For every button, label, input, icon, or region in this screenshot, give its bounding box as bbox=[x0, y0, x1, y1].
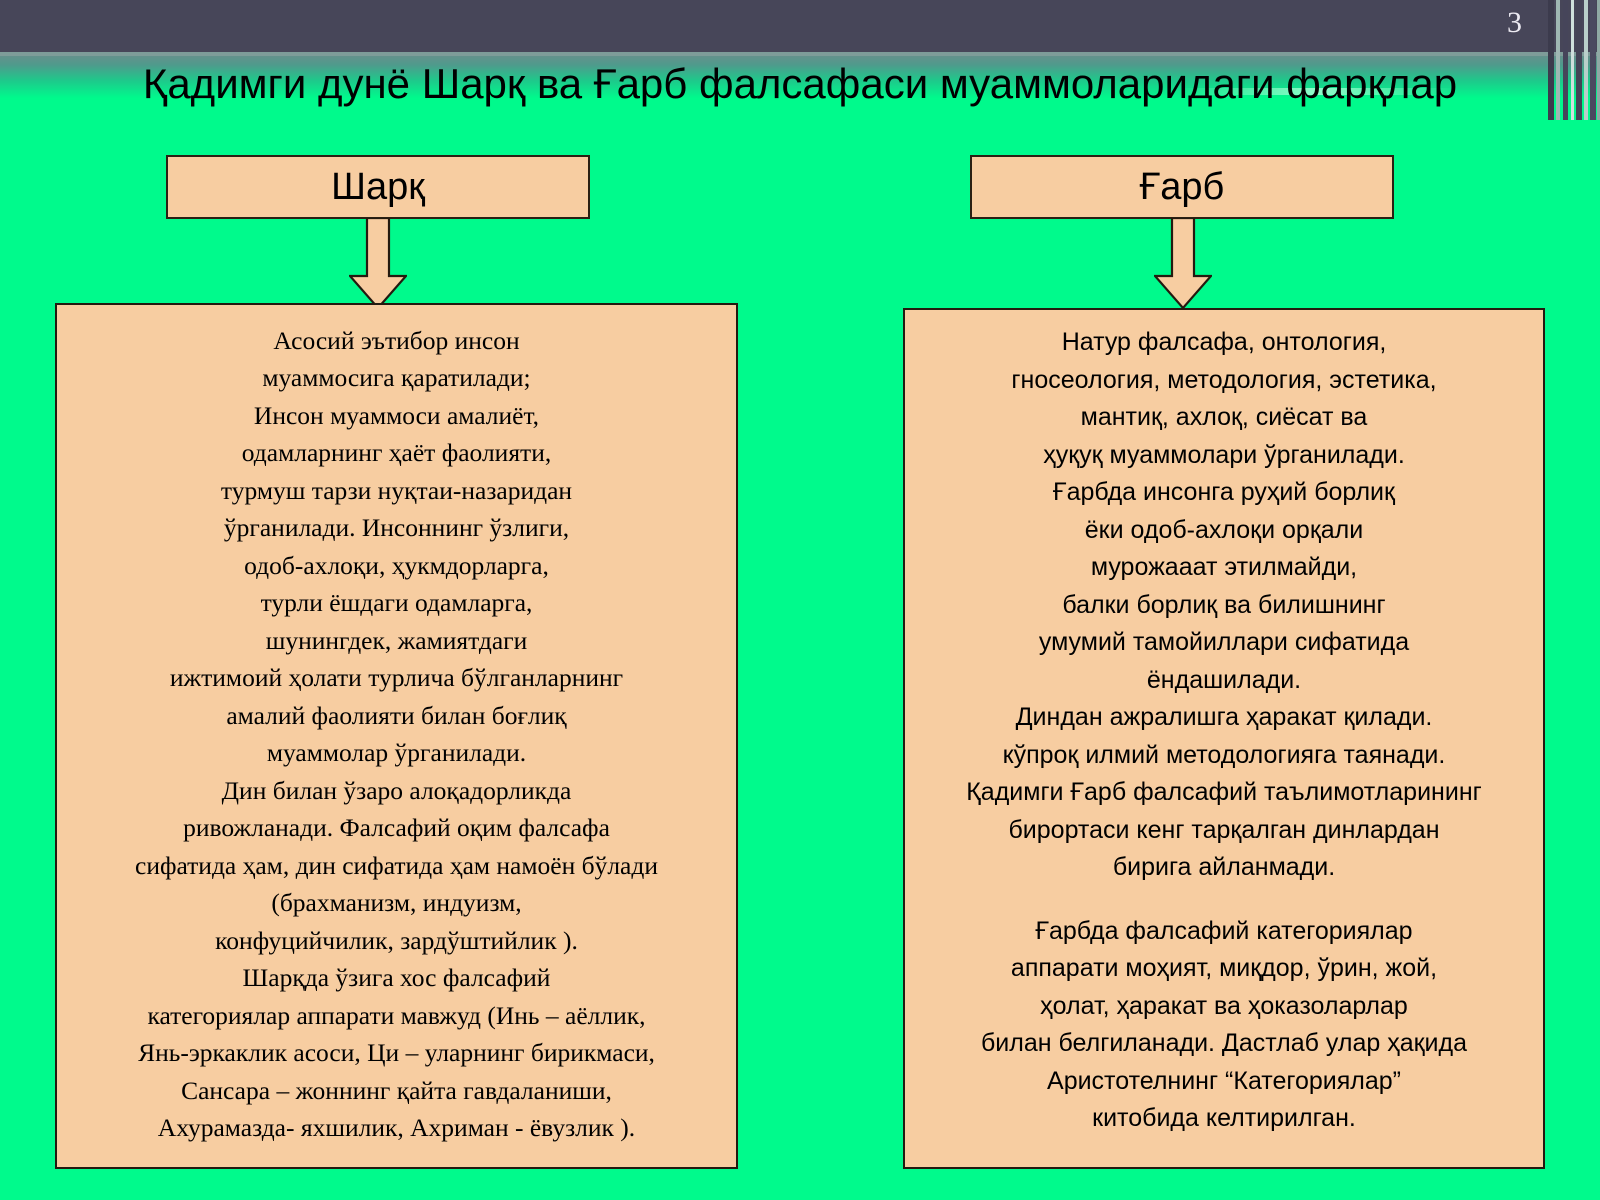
header-box-east-label: Шарқ bbox=[331, 165, 425, 208]
paragraph-spacer bbox=[911, 887, 1537, 913]
content-box-east: Асосий эътибор инсон муаммосига қаратила… bbox=[55, 303, 738, 1169]
header-box-west-label: Ғарб bbox=[1139, 165, 1225, 208]
slide-number: 3 bbox=[1507, 6, 1522, 39]
header-band bbox=[0, 0, 1600, 52]
header-box-east: Шарқ bbox=[166, 155, 590, 219]
header-divider-line bbox=[0, 52, 1600, 56]
arrow-down-icon bbox=[347, 216, 409, 310]
content-box-west-text-bottom: Ғарбда фалсафий категориялар аппарати мо… bbox=[980, 916, 1468, 1133]
arrow-down-icon bbox=[1152, 216, 1214, 310]
right-edge-stripes bbox=[1540, 0, 1600, 120]
content-box-west: Натур фалсафа, онтология, гносеология, м… bbox=[903, 308, 1545, 1169]
content-box-west-text-top: Натур фалсафа, онтология, гносеология, м… bbox=[966, 328, 1482, 881]
content-box-east-text: Асосий эътибор инсон муаммосига қаратила… bbox=[135, 326, 658, 1143]
page-title: Қадимги дунё Шарқ ва Ғарб фалсафаси муам… bbox=[142, 60, 1458, 107]
header-box-west: Ғарб bbox=[970, 155, 1394, 219]
